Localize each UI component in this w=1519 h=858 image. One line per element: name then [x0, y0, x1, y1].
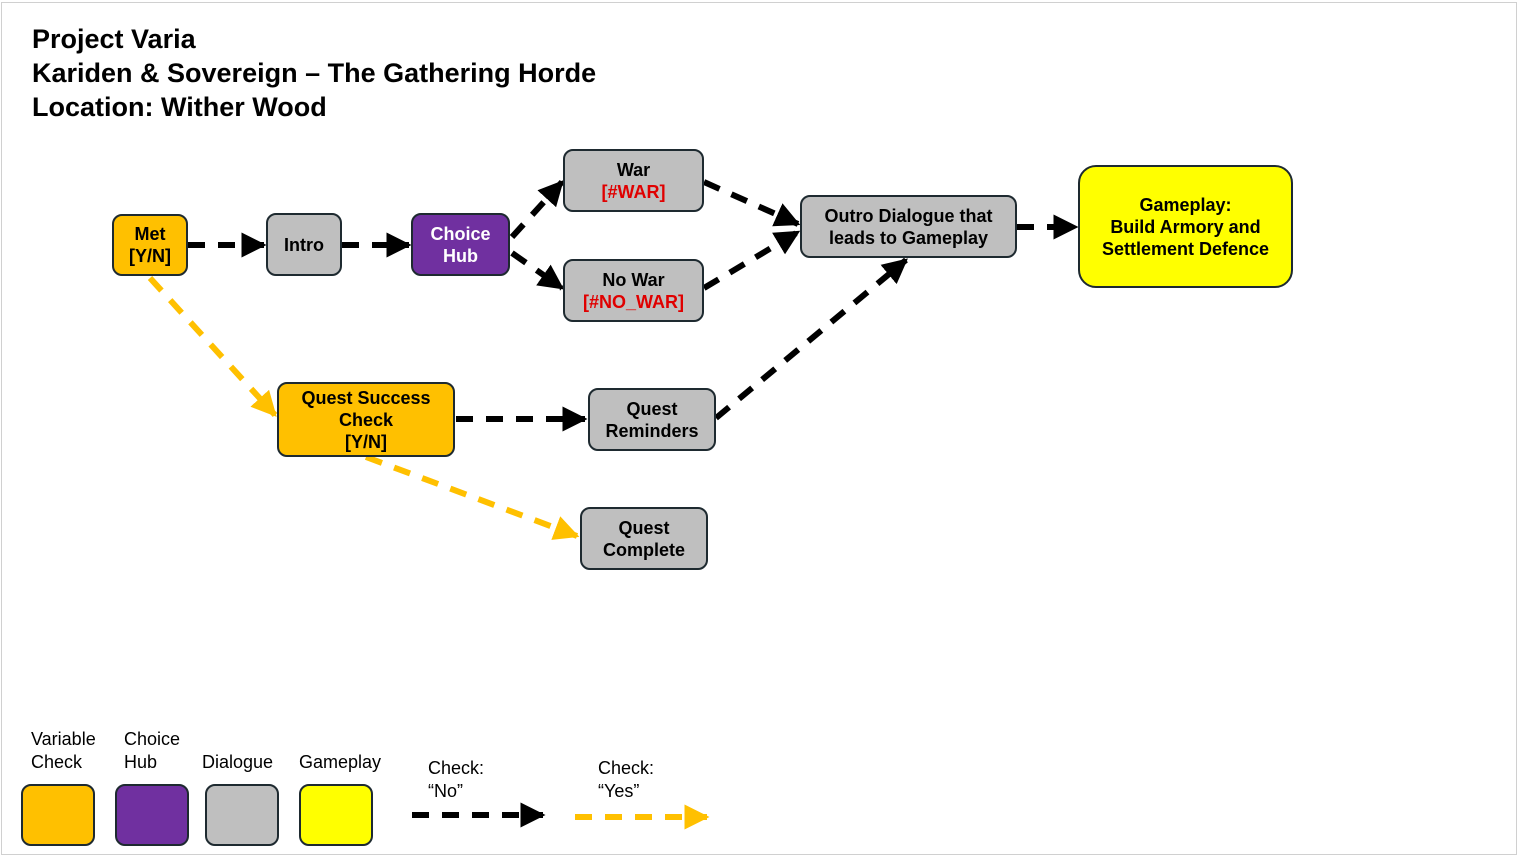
legend-swatch-dialogue: [205, 784, 279, 846]
node-quest-success-line2: Check: [338, 409, 394, 430]
edge-choicehub-war: [509, 179, 565, 240]
node-outro-line1: Outro Dialogue that: [824, 205, 993, 226]
node-met[interactable]: Met [Y/N]: [112, 214, 188, 276]
legend-swatch-gameplay: [299, 784, 373, 846]
node-quest-success-check[interactable]: Quest Success Check [Y/N]: [277, 382, 455, 457]
node-choice-hub[interactable]: Choice Hub: [411, 213, 510, 276]
node-no-war-label: No War: [602, 269, 665, 290]
node-quest-reminders-line2: Reminders: [605, 420, 699, 441]
location-title: Location: Wither Wood: [32, 92, 327, 122]
node-quest-complete[interactable]: Quest Complete: [580, 507, 708, 570]
node-choice-hub-line1: Choice: [430, 223, 491, 244]
node-quest-success-line1: Quest Success: [301, 387, 431, 408]
legend-variable-check-line1: Variable: [31, 729, 96, 749]
node-gameplay-line3: Settlement Defence: [1101, 238, 1270, 259]
project-title: Project Varia: [32, 24, 196, 54]
node-quest-reminders-line1: Quest: [626, 398, 678, 419]
legend-gameplay-label: Gameplay: [299, 752, 382, 772]
node-gameplay-line1: Gameplay:: [1139, 194, 1232, 215]
legend-check-no-line2: “No”: [428, 781, 463, 801]
edge-nowar-outro: [702, 229, 801, 291]
node-choice-hub-line2: Hub: [443, 245, 478, 266]
node-gameplay[interactable]: Gameplay: Build Armory and Settlement De…: [1078, 165, 1293, 288]
node-quest-success-line3: [Y/N]: [345, 431, 387, 452]
edge-war-outro: [702, 179, 801, 227]
legend-check-yes-line1: Check:: [598, 758, 655, 778]
legend-check-no-line1: Check:: [428, 758, 485, 778]
node-war-label: War: [616, 159, 651, 180]
legend-variable-check-line2: Check: [31, 752, 83, 772]
node-gameplay-line2: Build Armory and: [1110, 216, 1261, 237]
node-quest-complete-line2: Complete: [602, 539, 685, 560]
node-quest-complete-line1: Quest: [618, 517, 670, 538]
edge-reminders-outro: [714, 257, 908, 421]
legend-dialogue-label: Dialogue: [202, 752, 274, 772]
node-war-tag: [#WAR]: [601, 181, 666, 202]
node-no-war-tag: [#NO_WAR]: [582, 291, 684, 312]
edge-questsuccess-complete: [364, 454, 580, 540]
edge-choicehub-nowar: [510, 250, 565, 291]
node-intro-label: Intro: [284, 234, 324, 255]
node-no-war[interactable]: No War [#NO_WAR]: [563, 259, 704, 322]
node-outro-line2: leads to Gameplay: [828, 227, 989, 248]
quest-title: Kariden & Sovereign – The Gathering Hord…: [32, 58, 597, 88]
legend-swatch-variable-check: [21, 784, 95, 846]
legend-choice-hub-line2: Hub: [124, 752, 158, 772]
node-war[interactable]: War [#WAR]: [563, 149, 704, 212]
legend-check-yes-line2: “Yes”: [598, 781, 640, 801]
node-outro[interactable]: Outro Dialogue that leads to Gameplay: [800, 195, 1017, 258]
node-quest-reminders[interactable]: Quest Reminders: [588, 388, 716, 451]
node-met-variable: [Y/N]: [129, 246, 171, 266]
node-intro[interactable]: Intro: [266, 213, 342, 276]
node-met-label: Met: [134, 224, 166, 244]
edge-met-questsuccess: [147, 275, 278, 418]
legend-choice-hub-line1: Choice: [124, 729, 181, 749]
legend-swatch-choice-hub: [115, 784, 189, 846]
